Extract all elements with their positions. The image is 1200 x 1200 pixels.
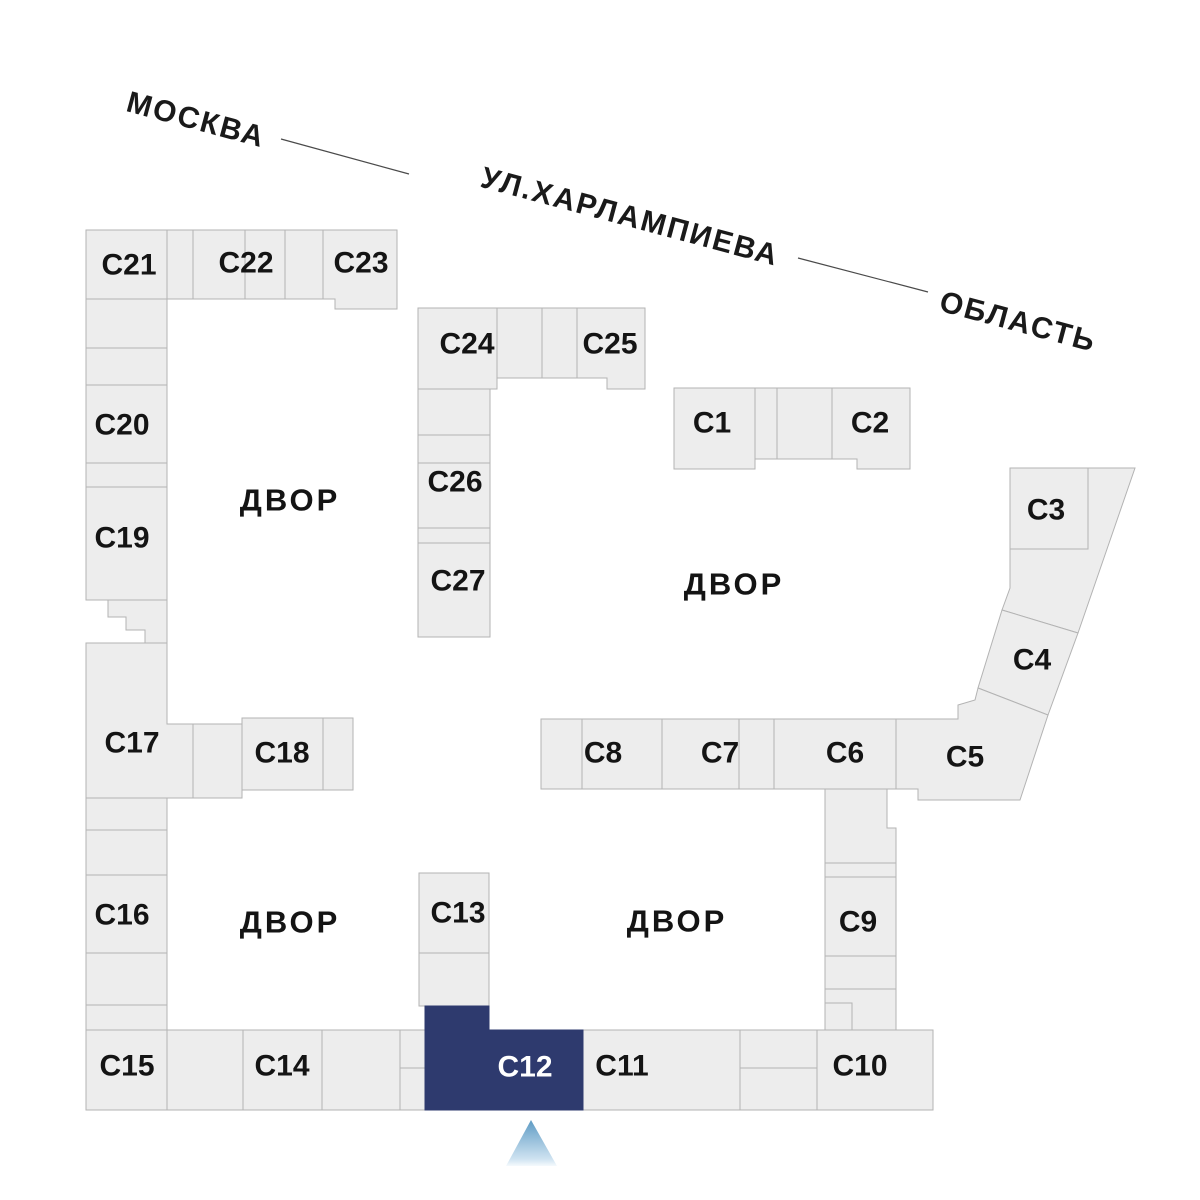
courtyard-label: ДВОР xyxy=(240,905,341,940)
divider-line xyxy=(825,1002,853,1030)
block-label-c12: С12 xyxy=(497,1051,552,1084)
block-label-c3: С3 xyxy=(1027,494,1065,527)
block-c26[interactable] xyxy=(417,462,491,529)
building-cell xyxy=(496,307,543,379)
building-cell xyxy=(739,1067,818,1111)
block-label-c18: С18 xyxy=(254,737,309,770)
courtyard-labels: ДВОР ДВОР ДВОР ДВОР xyxy=(240,483,785,940)
building-cell-stair xyxy=(107,599,168,644)
building-cell xyxy=(85,952,168,1006)
blocks xyxy=(85,229,1089,1111)
building-cell xyxy=(739,1029,818,1069)
block-c27[interactable] xyxy=(417,542,491,638)
street-label-city: МОСКВА xyxy=(123,86,269,155)
street-label-region: ОБЛАСТЬ xyxy=(936,285,1100,359)
block-c19[interactable] xyxy=(85,486,168,601)
block-label-c26: С26 xyxy=(427,466,482,499)
street-divider-line xyxy=(280,138,410,175)
block-c23[interactable] xyxy=(322,229,398,310)
block-label-c6: С6 xyxy=(826,737,864,770)
block-label-c21: С21 xyxy=(101,249,156,282)
building-cell xyxy=(85,829,168,876)
block-c25[interactable] xyxy=(576,307,646,390)
building-cell xyxy=(541,307,578,379)
building-cell xyxy=(776,387,833,460)
block-labels: С1 С2 С3 С4 С5 С6 С7 С8 С9 С10 С11 С12 С… xyxy=(94,247,1065,1084)
block-label-c17: С17 xyxy=(104,727,159,760)
courtyard-label: ДВОР xyxy=(684,567,785,602)
block-label-c11: С11 xyxy=(595,1050,648,1083)
building-cell xyxy=(85,462,168,488)
building-cell xyxy=(540,718,583,790)
block-label-c2: С2 xyxy=(851,407,889,440)
block-c22[interactable] xyxy=(192,229,286,300)
block-label-c22: С22 xyxy=(218,247,273,280)
block-c12-selected[interactable] xyxy=(424,1005,584,1111)
block-c5[interactable] xyxy=(895,687,1049,801)
block-c17[interactable] xyxy=(85,642,194,799)
building-cell xyxy=(399,1029,426,1069)
building-cell xyxy=(85,347,168,386)
block-label-c27: С27 xyxy=(430,565,485,598)
building-cell xyxy=(85,1004,168,1031)
block-label-c15: С15 xyxy=(99,1050,154,1083)
block-label-c19: С19 xyxy=(94,522,149,555)
block-label-c8: С8 xyxy=(584,737,622,770)
building-cell xyxy=(754,387,778,460)
block-label-c16: С16 xyxy=(94,899,149,932)
block-label-c10: С10 xyxy=(832,1050,887,1083)
street-label-name: УЛ.ХАРЛАМПИЕВА xyxy=(477,161,782,272)
block-c6[interactable] xyxy=(773,718,897,790)
building-cell xyxy=(738,718,775,790)
building-cell xyxy=(166,229,194,300)
building-cell xyxy=(192,723,243,799)
selected-block-pointer xyxy=(506,1120,557,1166)
block-c14[interactable] xyxy=(242,1029,323,1111)
courtyard-label: ДВОР xyxy=(240,483,341,518)
building-cell xyxy=(322,717,354,791)
block-c21[interactable] xyxy=(85,229,168,300)
block-label-c24: С24 xyxy=(439,328,494,361)
block-c8[interactable] xyxy=(581,718,663,790)
building-cell xyxy=(417,388,491,436)
block-label-c4: С4 xyxy=(1013,644,1052,677)
block-label-c13: С13 xyxy=(430,897,485,930)
building-cells xyxy=(85,229,1136,1111)
block-label-c9: С9 xyxy=(839,906,877,939)
block-c2[interactable] xyxy=(831,387,911,470)
block-label-c25: С25 xyxy=(582,328,637,361)
block-c16[interactable] xyxy=(85,874,168,954)
block-c3[interactable] xyxy=(1009,467,1089,550)
building-cell xyxy=(85,298,168,349)
block-c7[interactable] xyxy=(661,718,740,790)
building-cell xyxy=(284,229,324,300)
block-c20[interactable] xyxy=(85,384,168,464)
cell-divider-lines xyxy=(244,230,896,1030)
courtyard-label: ДВОР xyxy=(627,904,728,939)
building-cell xyxy=(321,1029,401,1111)
block-c1[interactable] xyxy=(673,387,756,470)
block-label-c5: С5 xyxy=(946,741,984,774)
building-cell xyxy=(166,1029,244,1111)
building-cell xyxy=(85,797,168,831)
building-cell xyxy=(417,434,491,464)
block-c13[interactable] xyxy=(418,872,490,954)
block-label-c14: С14 xyxy=(254,1050,309,1083)
building-cell xyxy=(399,1067,426,1111)
block-c11[interactable] xyxy=(582,1029,741,1111)
block-c15[interactable] xyxy=(85,1029,168,1111)
block-label-c1: С1 xyxy=(693,407,731,440)
building-cell xyxy=(417,527,491,544)
building-cell xyxy=(418,952,490,1007)
block-label-c23: С23 xyxy=(333,247,388,280)
block-label-c20: С20 xyxy=(94,409,149,442)
block-c18[interactable] xyxy=(241,717,324,791)
block-label-c7: С7 xyxy=(701,737,739,770)
block-c24[interactable] xyxy=(417,307,498,390)
street-divider-line xyxy=(797,257,929,293)
